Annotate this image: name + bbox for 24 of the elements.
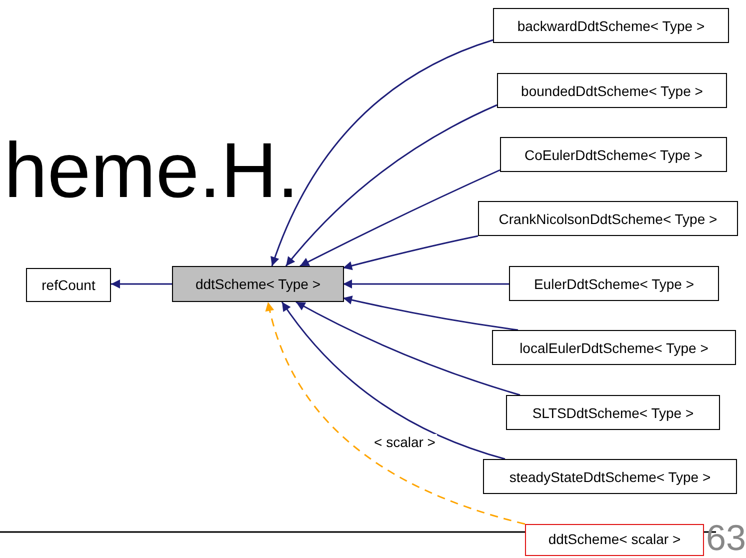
class-box: refCount bbox=[26, 268, 111, 302]
class-box: backwardDdtScheme< Type > bbox=[493, 8, 729, 43]
inheritance-arrow bbox=[270, 39, 494, 266]
class-box: CoEulerDdtScheme< Type > bbox=[500, 137, 727, 172]
inheritance-arrow bbox=[285, 104, 498, 266]
inheritance-arrow bbox=[296, 301, 520, 396]
inheritance-arrow bbox=[342, 235, 478, 270]
page-number: 63 bbox=[706, 518, 746, 558]
class-box: EulerDdtScheme< Type > bbox=[509, 266, 719, 301]
class-box: CrankNicolsonDdtScheme< Type > bbox=[478, 201, 738, 236]
inheritance-arrow bbox=[111, 280, 172, 288]
class-box: steadyStateDdtScheme< Type > bbox=[483, 459, 737, 494]
slide-title-fragment: heme.H. bbox=[4, 125, 299, 216]
inheritance-arrow bbox=[342, 296, 518, 331]
class-box: boundedDdtScheme< Type > bbox=[497, 73, 727, 108]
dashed-arrow bbox=[266, 302, 526, 525]
inheritance-arrow bbox=[343, 280, 509, 288]
class-box: SLTSDdtScheme< Type > bbox=[506, 395, 720, 430]
inheritance-arrow bbox=[300, 169, 500, 267]
base-class-box: ddtScheme< Type > bbox=[172, 266, 344, 302]
edge-label: < scalar > bbox=[372, 434, 438, 450]
class-box: localEulerDdtScheme< Type > bbox=[492, 330, 736, 365]
inheritance-arrow bbox=[281, 302, 506, 460]
class-box: ddtScheme< scalar > bbox=[525, 524, 704, 556]
